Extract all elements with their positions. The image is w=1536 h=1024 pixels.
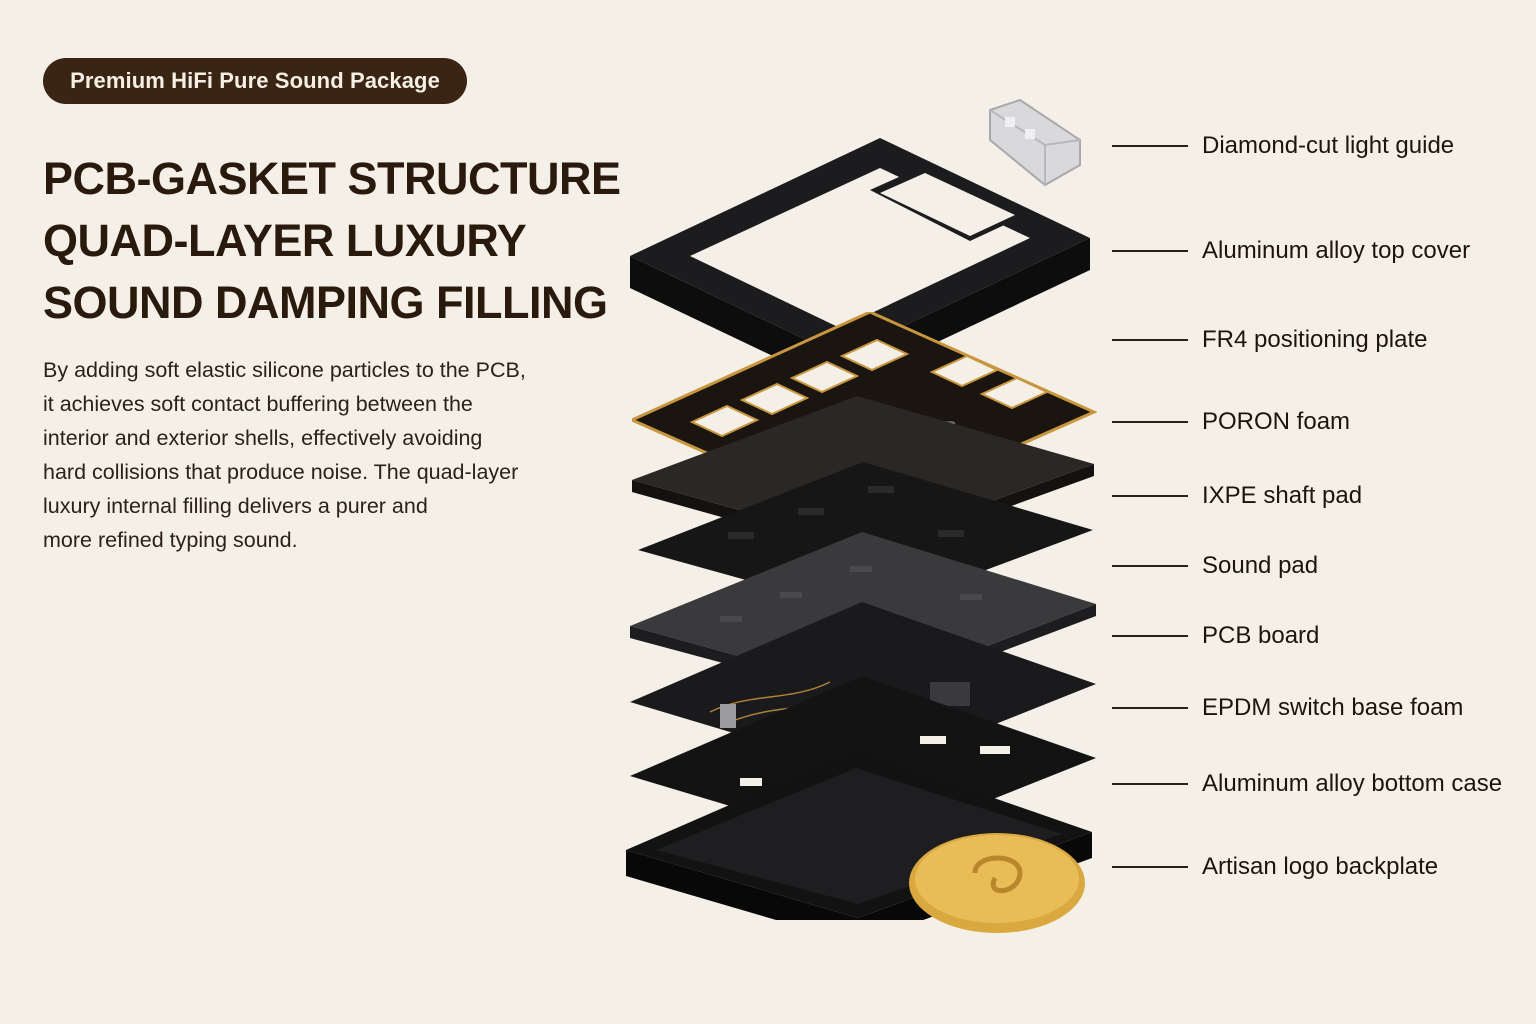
callout-pcb-board: PCB board	[1112, 616, 1319, 656]
description-line: hard collisions that produce noise. The …	[43, 460, 519, 484]
headline-line-2: QUAD-LAYER LUXURY	[43, 215, 527, 266]
description-line: By adding soft elastic silicone particle…	[43, 358, 526, 382]
callout-label: Aluminum alloy bottom case	[1202, 770, 1503, 797]
leader-line	[1112, 250, 1188, 252]
description: By adding soft elastic silicone particle…	[43, 353, 583, 557]
artisan-logo-coin	[909, 833, 1085, 933]
callout-label: EPDM switch base foam	[1202, 694, 1464, 721]
description-line: more refined typing sound.	[43, 528, 298, 552]
description-line: interior and exterior shells, effectivel…	[43, 426, 483, 450]
leader-line	[1112, 866, 1188, 868]
leader-line	[1112, 421, 1188, 423]
leader-line	[1112, 707, 1188, 709]
callout-label: Diamond-cut light guide	[1202, 132, 1455, 159]
leader-line	[1112, 145, 1188, 147]
callout-label: PORON foam	[1202, 408, 1351, 435]
callout-fr4-plate: FR4 positioning plate	[1112, 320, 1427, 360]
headline: PCB-GASKET STRUCTURE QUAD-LAYER LUXURY S…	[43, 148, 621, 334]
leader-line	[1112, 783, 1188, 785]
callout-label: Artisan logo backplate	[1202, 853, 1439, 880]
package-badge: Premium HiFi Pure Sound Package	[43, 58, 467, 104]
exploded-view-illustration	[600, 80, 1120, 1020]
callout-label: Aluminum alloy top cover	[1202, 237, 1471, 264]
callout-sound-pad: Sound pad	[1112, 546, 1318, 586]
callout-label: Sound pad	[1202, 552, 1319, 579]
callout-poron-foam: PORON foam	[1112, 402, 1350, 442]
callout-top-cover: Aluminum alloy top cover	[1112, 231, 1470, 271]
light-guide-part	[989, 98, 1081, 187]
leader-line	[1112, 565, 1188, 567]
top-cover-part	[630, 138, 1090, 368]
headline-line-1: PCB-GASKET STRUCTURE	[43, 153, 621, 204]
callout-label: FR4 positioning plate	[1202, 326, 1428, 353]
callout-epdm-foam: EPDM switch base foam	[1112, 688, 1463, 728]
leader-line	[1112, 635, 1188, 637]
callout-bottom-case: Aluminum alloy bottom case	[1112, 764, 1502, 804]
description-line: it achieves soft contact buffering betwe…	[43, 392, 473, 416]
callout-ixpe-pad: IXPE shaft pad	[1112, 476, 1362, 516]
callout-label: PCB board	[1202, 622, 1320, 649]
callout-logo-backplate: Artisan logo backplate	[1112, 847, 1438, 887]
headline-line-3: SOUND DAMPING FILLING	[43, 277, 608, 328]
description-line: luxury internal filling delivers a purer…	[43, 494, 428, 518]
callout-label: IXPE shaft pad	[1202, 482, 1363, 509]
callout-light-guide: Diamond-cut light guide	[1112, 126, 1454, 166]
leader-line	[1112, 495, 1188, 497]
leader-line	[1112, 339, 1188, 341]
